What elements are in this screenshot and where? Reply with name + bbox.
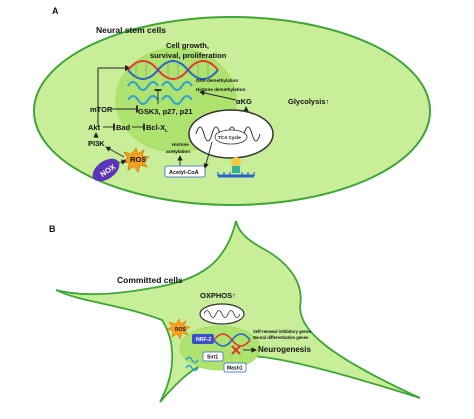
ros-to-pi3k-arrow <box>105 146 125 158</box>
glycolysis-label: Glycolysis↑ <box>288 97 329 106</box>
akg-label: αKG <box>236 97 252 106</box>
acetyl-coa-label: Acetyl-CoA <box>169 170 199 176</box>
oxphos-label: OXPHOS↑ <box>200 291 236 300</box>
acetyl-coa-box <box>164 165 206 178</box>
mitochondrion-b <box>199 303 245 325</box>
self-renewal-label: Self-renewal inhibitory genes <box>253 329 312 334</box>
akg-to-demethylation-arrow <box>199 90 237 101</box>
pi3k-label: PI3K <box>88 139 105 148</box>
neurogenesis-label: Neurogenesis <box>258 345 311 354</box>
mtor-label: mTOR <box>90 105 113 114</box>
tca-to-acetyl-coa-arrow <box>203 141 213 169</box>
dna-helix-b <box>213 333 251 347</box>
panel-a-letter: A <box>52 6 59 16</box>
nrf2-box <box>192 334 214 344</box>
histone-acetylation-1: Histone <box>172 142 189 147</box>
histone-spirals-b <box>185 356 199 372</box>
nox-to-ros-arrow <box>117 159 127 165</box>
histone-spirals-a <box>127 81 193 105</box>
gsk3-label: GSK3, p27, p21 <box>138 107 193 116</box>
mash1-box <box>223 362 247 373</box>
ros-label-b: ROS <box>175 327 187 333</box>
nrf2-label: NRF-2 <box>196 337 211 343</box>
cell-growth-label-1: Cell growth, <box>166 41 209 50</box>
panel-b-letter: B <box>49 224 56 234</box>
sirt1-label: Sirt1 <box>207 355 218 361</box>
tca-cycle-circle <box>214 129 248 145</box>
sirt1-box <box>202 351 224 362</box>
akt-label: Akt <box>88 123 101 132</box>
histone-acetylation-2: acetylation <box>166 149 190 154</box>
bad-label: Bad <box>116 123 131 132</box>
panel-a-title: Neural stem cells <box>96 25 166 35</box>
mash1-label: Mash1 <box>227 366 243 372</box>
tca-cycle-label: TCA Cycle <box>218 135 241 140</box>
bclxl-label: Bcl-XL <box>146 123 168 133</box>
committed-cell-nucleus <box>179 325 261 371</box>
transporter-a <box>217 157 255 178</box>
cell-growth-label-2: survival, proliferation <box>150 51 227 60</box>
dna-helix-a <box>127 60 219 80</box>
nox-enzyme <box>92 158 120 182</box>
panel-b-title: Committed cells <box>117 275 183 285</box>
inhibition-x-icon <box>231 345 241 355</box>
histone-demethylation-label: Histone demethylation <box>196 87 245 92</box>
dna-demethylation-label: DNA demethylation <box>196 78 238 83</box>
ros-label-a: ROS <box>130 155 146 164</box>
ros-burst-b <box>166 318 191 340</box>
neural-diff-label: Neural differentiation genes <box>253 335 309 340</box>
